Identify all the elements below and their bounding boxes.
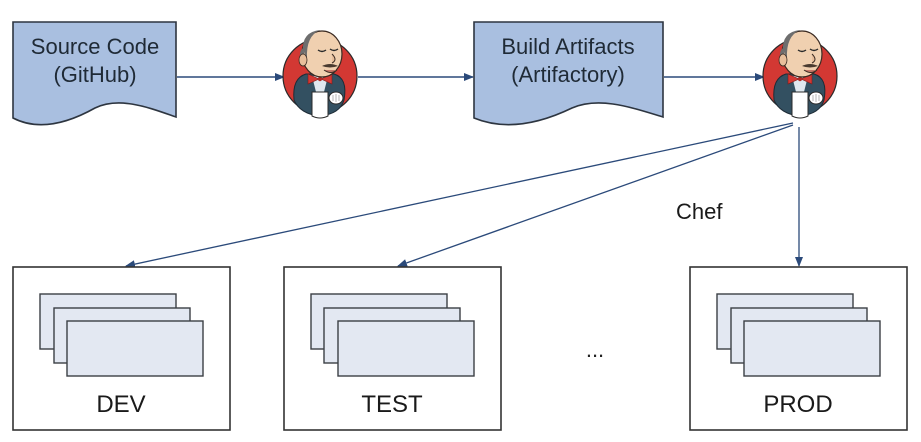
env-box-dev: DEV	[12, 266, 231, 431]
jenkins-cd-node	[762, 29, 838, 119]
build-artifacts-subtitle: (Artifactory)	[511, 62, 625, 87]
server-stack-icon	[310, 293, 475, 377]
env-label-prod: PROD	[763, 391, 832, 418]
jenkins-butler-icon	[282, 29, 358, 119]
edge-jenkins-cd-to-dev	[125, 122, 794, 269]
server-stack-icon	[716, 293, 881, 377]
env-label-test: TEST	[361, 391, 423, 418]
jenkins-butler-icon	[762, 29, 838, 119]
source-code-subtitle: (GitHub)	[53, 62, 136, 87]
build-artifacts-document-shape	[473, 21, 664, 126]
source-code-document-shape	[12, 21, 177, 126]
more-environments-ellipsis: ...	[586, 337, 604, 362]
chef-label: Chef	[676, 199, 723, 224]
jenkins-ci-node	[282, 29, 358, 119]
env-label-dev: DEV	[96, 391, 145, 418]
source-code-title: Source Code	[31, 34, 159, 59]
env-box-prod: PROD	[689, 266, 908, 431]
build-artifacts-document: Build Artifacts (Artifactory)	[473, 21, 664, 126]
env-box-test: TEST	[283, 266, 502, 431]
edge-jenkins-cd-to-test	[397, 124, 794, 267]
server-stack-icon	[39, 293, 204, 377]
source-code-document: Source Code (GitHub)	[12, 21, 177, 126]
build-artifacts-title: Build Artifacts	[501, 34, 634, 59]
